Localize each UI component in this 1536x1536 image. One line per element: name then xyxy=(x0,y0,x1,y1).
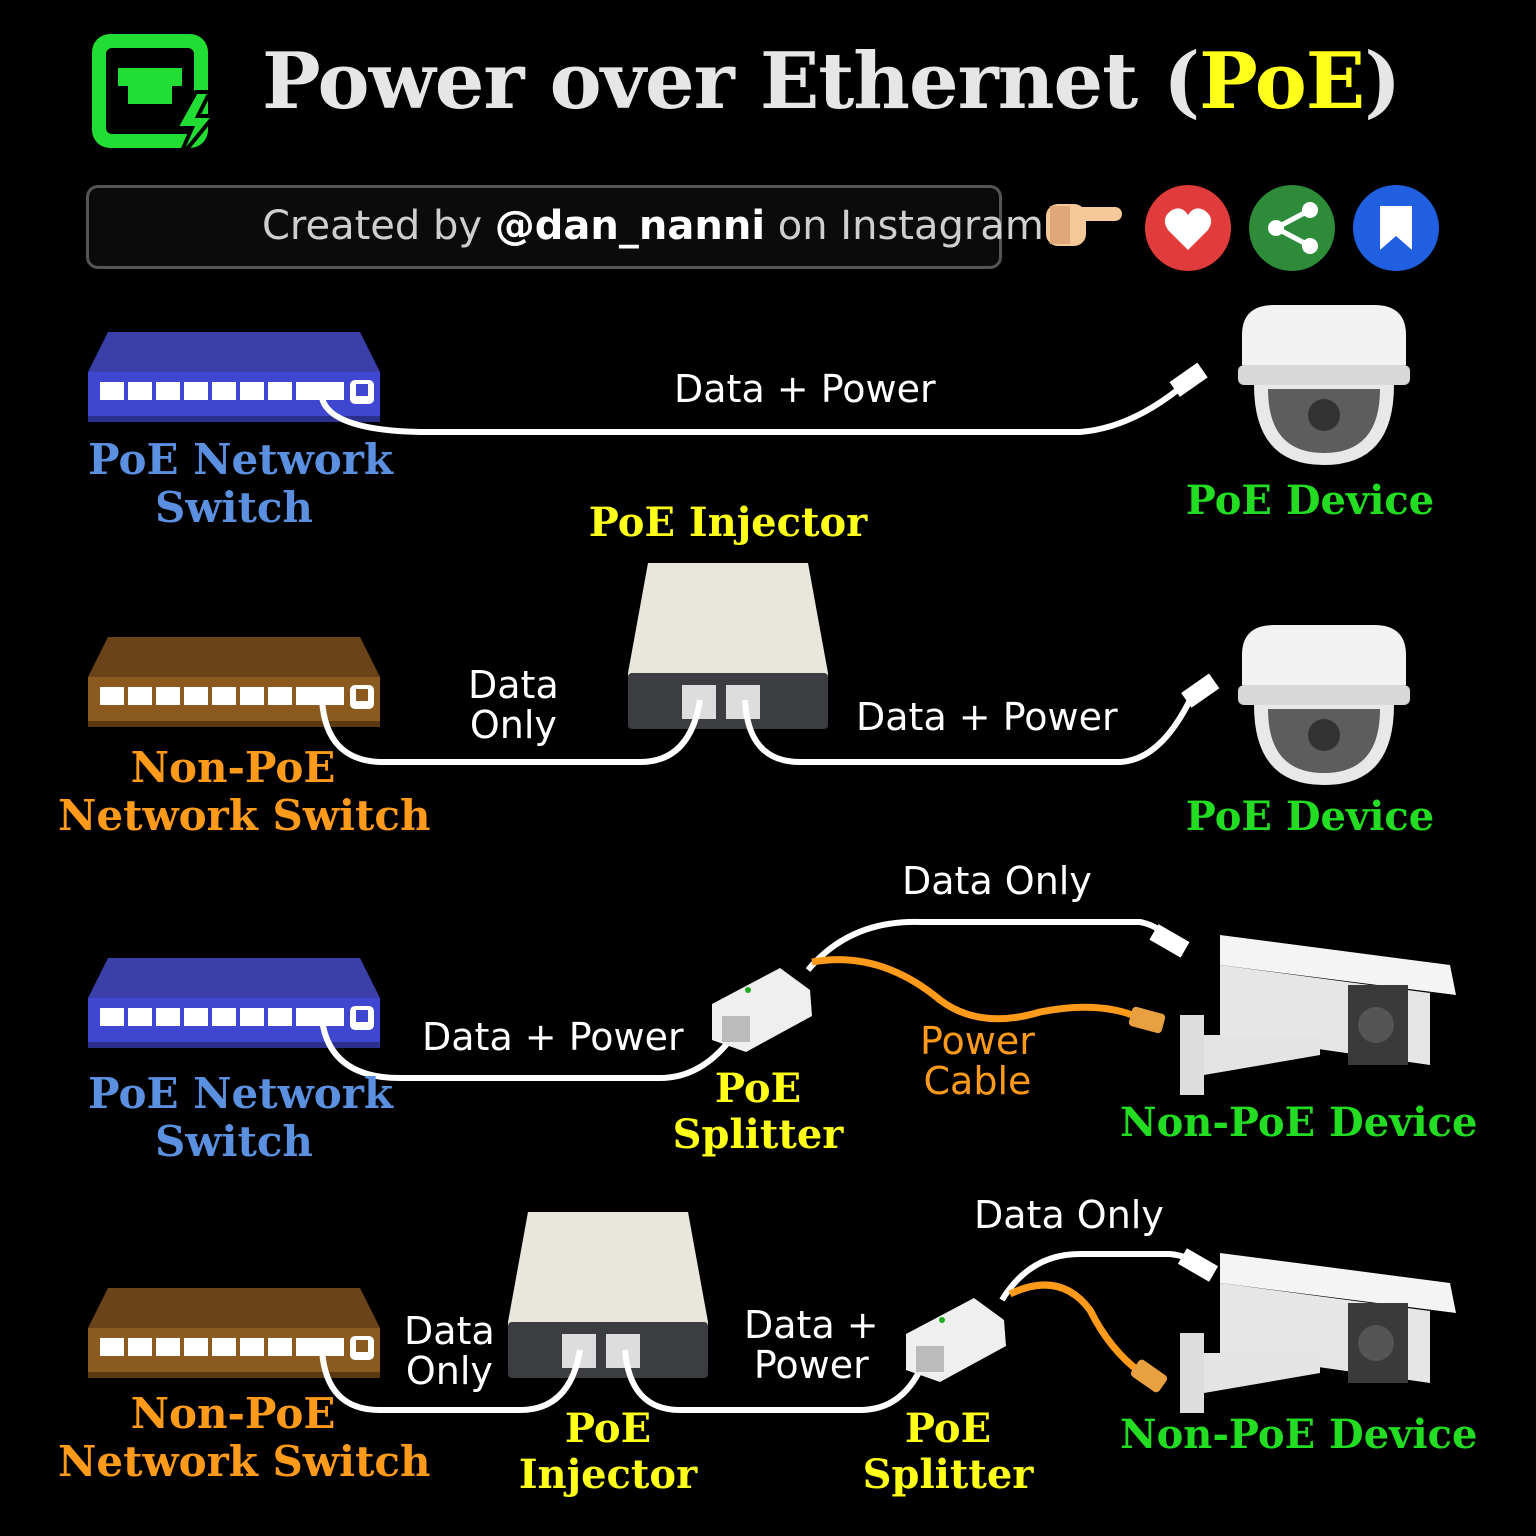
splitter-label-line1: PoE xyxy=(904,1405,992,1452)
power-cable-label-line1: Power xyxy=(920,1019,1035,1063)
poe-injector-2 xyxy=(508,1212,708,1378)
cable-label-line1: Data xyxy=(468,663,559,707)
poe-injector xyxy=(628,563,828,729)
cable-data-only xyxy=(319,699,703,765)
switch-label: Non-PoE Network Switch xyxy=(58,743,431,841)
cable-label: Data + Power xyxy=(856,695,1118,739)
switch-label-line1: PoE Network xyxy=(88,1069,394,1118)
poe-splitter-2 xyxy=(906,1298,1006,1382)
rj45-plug-2 xyxy=(1181,673,1220,708)
credit-prefix: Created by xyxy=(262,203,483,249)
device-label: Non-PoE Device xyxy=(1120,1411,1478,1458)
splitter-label: PoE Splitter xyxy=(858,1406,1038,1498)
switch-label-line1: PoE Network xyxy=(88,435,394,484)
cable-data-power-2 xyxy=(742,698,1193,765)
switch-label-line2: Switch xyxy=(155,483,313,533)
credit-text: Created by @dan_nanni on Instagram xyxy=(262,203,1044,249)
box-camera xyxy=(1180,935,1456,1095)
cable-label-line2: Power xyxy=(753,1342,869,1387)
cable-label-line2: Only xyxy=(469,702,557,747)
splitter-label: PoE Splitter xyxy=(668,1066,848,1158)
device-label: PoE Device xyxy=(1185,793,1435,840)
share-icon[interactable] xyxy=(1249,185,1335,271)
power-plug xyxy=(1128,1006,1166,1034)
ethernet-logo-icon xyxy=(92,34,219,162)
switch-label: PoE Network Switch xyxy=(88,1069,394,1167)
non-poe-switch xyxy=(88,637,380,727)
cable-label: Data + Power xyxy=(674,367,936,411)
cable-label: Data + Power xyxy=(744,1303,879,1387)
dome-camera xyxy=(1238,305,1410,465)
power-plug-2 xyxy=(1130,1359,1168,1393)
switch-label-line1: Non-PoE xyxy=(130,743,336,792)
injector-label-line1: PoE xyxy=(564,1405,652,1452)
splitter-label-line2: Splitter xyxy=(862,1451,1034,1498)
credit-suffix: on Instagram xyxy=(777,203,1044,249)
cable-label: Data + Power xyxy=(422,1015,684,1059)
device-label: PoE Device xyxy=(1185,477,1435,524)
cable-label: Data Only xyxy=(404,1309,495,1393)
poe-splitter xyxy=(712,968,812,1052)
bookmark-icon[interactable] xyxy=(1353,185,1439,271)
switch-label-line2: Network Switch xyxy=(58,1437,431,1487)
rj45-plug-3 xyxy=(1149,924,1190,958)
switch-label-line2: Network Switch xyxy=(58,791,431,841)
injector-label: PoE Injector xyxy=(588,499,868,546)
page-title: Power over Ethernet (PoE) xyxy=(262,36,1401,127)
switch-label-line2: Switch xyxy=(155,1117,313,1167)
cable-data-power-4 xyxy=(622,1349,923,1413)
power-cable-label: Power Cable xyxy=(920,1019,1035,1103)
rj45-plug-4 xyxy=(1177,1248,1219,1282)
dome-camera-2 xyxy=(1238,625,1410,785)
cable-label: Data Only xyxy=(974,1193,1164,1237)
pointing-hand-icon xyxy=(1046,204,1122,246)
cable-data-only-4 xyxy=(999,1251,1199,1302)
cable-label: Data Only xyxy=(902,859,1092,903)
title-text: Power over Ethernet ( xyxy=(262,36,1200,127)
non-poe-switch-2 xyxy=(88,1288,380,1378)
cable-data-power xyxy=(319,385,1182,435)
rj45-plug xyxy=(1169,362,1208,397)
title-highlight: PoE xyxy=(1199,36,1365,127)
cable-data-only-3 xyxy=(319,1349,583,1413)
injector-label: PoE Injector xyxy=(518,1406,698,1498)
poe-switch-2 xyxy=(88,958,380,1048)
device-label: Non-PoE Device xyxy=(1120,1099,1478,1146)
cable-label-line1: Data + xyxy=(744,1303,879,1347)
box-camera-2 xyxy=(1180,1253,1456,1413)
credit-box xyxy=(86,185,1002,269)
heart-icon[interactable] xyxy=(1145,185,1231,271)
cable-label-line2: Only xyxy=(405,1348,493,1393)
power-cable-label-line2: Cable xyxy=(923,1058,1032,1103)
cable-label-line1: Data xyxy=(404,1309,495,1353)
power-cable-2 xyxy=(1008,1281,1143,1375)
switch-label-line1: Non-PoE xyxy=(130,1389,336,1438)
cable-data-power-3 xyxy=(319,1019,733,1081)
splitter-label-line1: PoE xyxy=(714,1065,802,1112)
cable-label: Data Only xyxy=(468,663,559,747)
poe-switch xyxy=(88,332,380,422)
power-cable xyxy=(811,956,1142,1023)
splitter-label-line2: Splitter xyxy=(672,1111,844,1158)
switch-label: PoE Network Switch xyxy=(88,435,394,533)
title-close: ) xyxy=(1364,36,1401,127)
credit-handle[interactable]: @dan_nanni xyxy=(494,203,766,249)
switch-label: Non-PoE Network Switch xyxy=(58,1389,431,1487)
injector-label-line2: Injector xyxy=(518,1451,698,1498)
